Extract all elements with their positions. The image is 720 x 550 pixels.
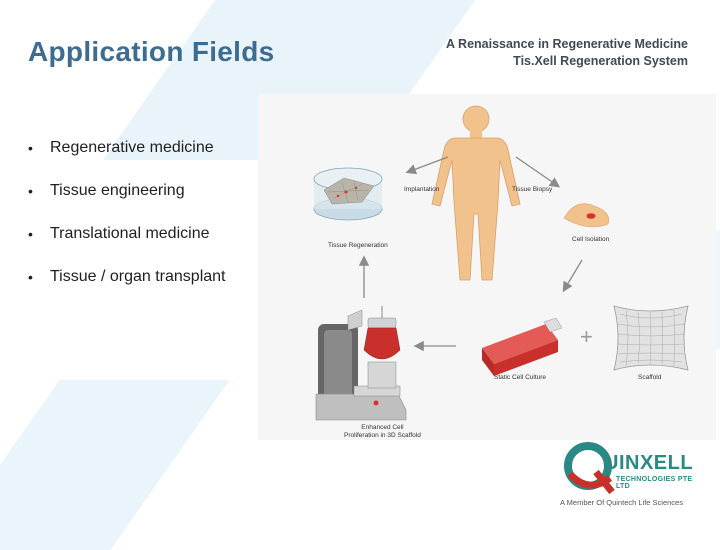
label-enhanced-line-2: Proliferation in 3D Scaffold	[344, 432, 421, 439]
diagram-graphics	[313, 105, 689, 421]
bullet-text: Tissue engineering	[50, 182, 185, 199]
bullet-list: • Regenerative medicine • Tissue enginee…	[28, 138, 226, 310]
bullet-text: Translational medicine	[50, 225, 210, 242]
bioreactor-icon	[315, 306, 407, 421]
logo-q-icon	[564, 442, 615, 495]
list-item: • Translational medicine	[28, 224, 226, 244]
label-static-cell-culture: Static Cell Culture	[494, 374, 547, 381]
human-body-icon	[431, 105, 521, 281]
header-line-2: Tis.Xell Regeneration System	[513, 54, 688, 68]
logo-wordmark: UINXELL	[604, 452, 694, 474]
company-logo: UINXELL TECHNOLOGIES PTE LTD	[560, 438, 700, 518]
slide-header: A Renaissance in Regenerative Medicine T…	[446, 36, 688, 70]
list-item: • Regenerative medicine	[28, 138, 226, 158]
background-band	[0, 380, 230, 550]
label-enhanced-line-1: Enhanced Cell	[361, 424, 404, 431]
slide-title: Application Fields	[28, 36, 275, 67]
scaffold-icon	[613, 305, 689, 371]
list-item: • Tissue engineering	[28, 181, 226, 201]
bullet-icon: •	[28, 226, 33, 242]
label-tissue-regeneration: Tissue Regeneration	[328, 242, 388, 249]
petri-dish-icon	[313, 167, 383, 221]
regeneration-diagram: Implantation Tissue Biopsy Tissue Regene…	[258, 94, 716, 440]
arrow-icon	[515, 156, 561, 188]
label-implantation: Implantation	[404, 186, 440, 193]
bullet-text: Tissue / organ transplant	[50, 268, 226, 285]
label-enhanced-proliferation: Enhanced Cell Proliferation in 3D Scaffo…	[344, 424, 421, 440]
arrow-icon	[405, 156, 449, 175]
cell-icon	[563, 203, 609, 228]
plus-icon: +	[580, 324, 593, 349]
bullet-icon: •	[28, 183, 33, 199]
arrow-icon	[562, 259, 583, 293]
culture-flask-icon	[482, 317, 563, 376]
label-tissue-biopsy: Tissue Biopsy	[512, 186, 553, 193]
bullet-icon: •	[28, 140, 33, 156]
flow-arrows	[358, 156, 583, 352]
list-item: • Tissue / organ transplant	[28, 267, 226, 287]
label-cell-isolation: Cell Isolation	[572, 236, 610, 243]
label-scaffold: Scaffold	[638, 374, 662, 381]
logo-subtitle: TECHNOLOGIES PTE LTD	[616, 476, 693, 490]
bullet-icon: •	[28, 269, 33, 285]
header-line-1: A Renaissance in Regenerative Medicine	[446, 37, 688, 51]
bullet-text: Regenerative medicine	[50, 139, 214, 156]
logo-tagline: A Member Of Quintech Life Sciences	[560, 498, 683, 507]
